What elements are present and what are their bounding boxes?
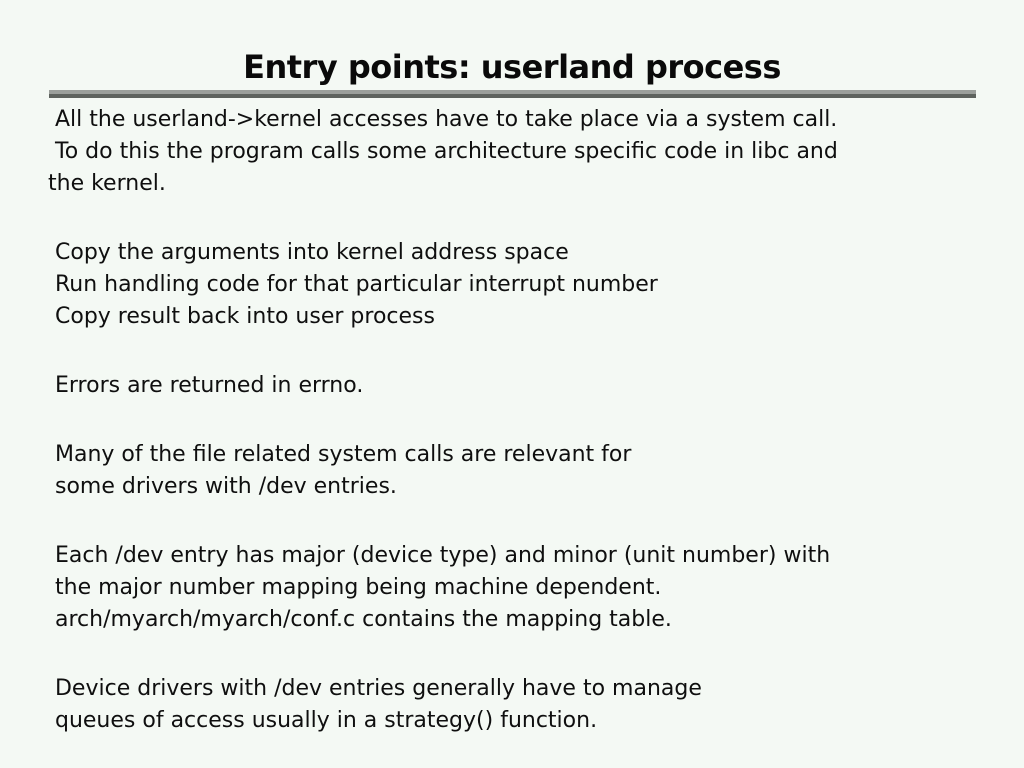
text-line: arch/myarch/myarch/conf.c contains the m…: [48, 607, 672, 632]
page-title: Entry points: userland process: [243, 48, 781, 86]
paragraph: All the userland->kernel accesses have t…: [48, 104, 1004, 200]
paragraph: Errors are returned in errno.: [48, 370, 1004, 402]
paragraph: Device drivers with /dev entries general…: [48, 673, 1004, 737]
text-line: Each /dev entry has major (device type) …: [48, 543, 831, 568]
title-divider: [48, 90, 976, 98]
text-line: some drivers with /dev entries.: [48, 474, 397, 499]
paragraph: Each /dev entry has major (device type) …: [48, 540, 1004, 636]
text-line: Errors are returned in errno.: [48, 373, 364, 398]
text-line: Run handling code for that particular in…: [48, 272, 658, 297]
text-line: Many of the file related system calls ar…: [48, 442, 632, 467]
paragraph: Many of the file related system calls ar…: [48, 439, 1004, 503]
text-line: Copy result back into user process: [48, 304, 435, 329]
paragraph: Copy the arguments into kernel address s…: [48, 237, 1004, 333]
text-line: Device drivers with /dev entries general…: [48, 676, 702, 701]
text-line: the kernel.: [48, 171, 166, 196]
text-line: Copy the arguments into kernel address s…: [48, 240, 569, 265]
text-line: the major number mapping being machine d…: [48, 575, 662, 600]
text-line: queues of access usually in a strategy()…: [48, 708, 598, 733]
text-line: All the userland->kernel accesses have t…: [48, 107, 838, 132]
text-line: To do this the program calls some archit…: [48, 139, 838, 164]
slide-body: All the userland->kernel accesses have t…: [0, 104, 1024, 737]
